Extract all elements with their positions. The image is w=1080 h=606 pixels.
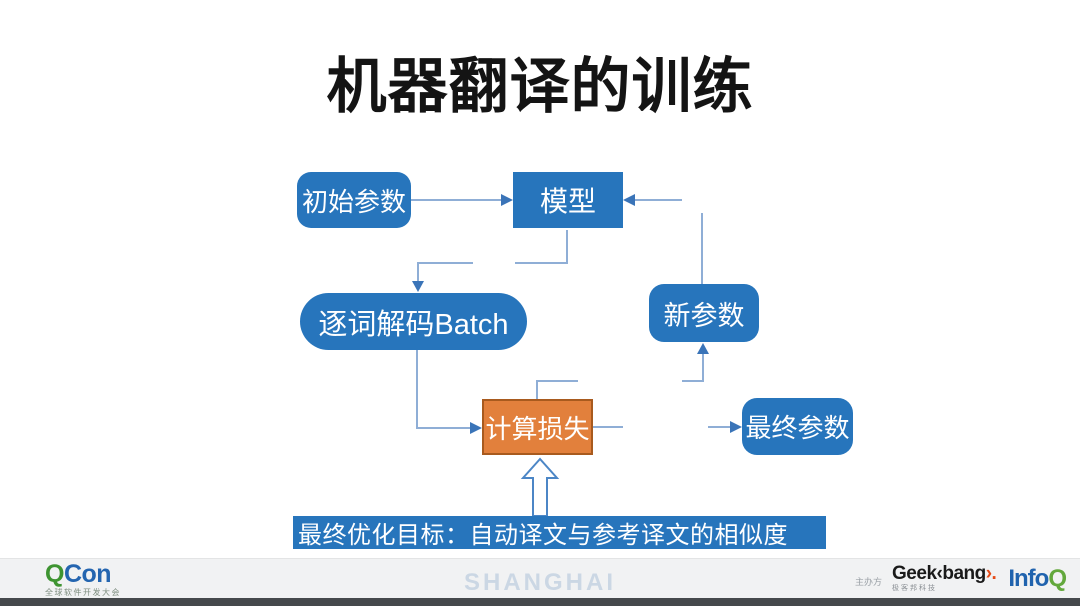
infoq-info: Info [1008, 565, 1049, 592]
footer: QCon 全球软件开发大会 SHANGHAI 主办方 Geek‹bang›. 极… [0, 558, 1080, 606]
node-decode-batch: 逐词解码Batch [300, 293, 527, 350]
city-watermark: SHANGHAI [463, 569, 617, 596]
qcon-con: Con [63, 560, 112, 588]
geekbang-mark: ›. [985, 563, 997, 584]
connector-model-to-decode [417, 262, 473, 281]
block-up-arrow-icon [520, 457, 560, 517]
host-label: 主办方 [855, 576, 883, 587]
arrowhead-into-loss-icon [470, 422, 482, 434]
qcon-tagline: 全球软件开发大会 [45, 588, 121, 597]
footer-bottom-bar [0, 598, 1080, 606]
qcon-q: Q [45, 560, 64, 588]
arrowhead-into-model-left-icon [501, 194, 513, 206]
connector-decode-to-loss [416, 350, 470, 429]
node-compute-loss: 计算损失 [482, 399, 593, 455]
arrowhead-into-final-icon [730, 421, 742, 433]
node-model: 模型 [513, 172, 623, 228]
geekbang-tagline: 极客邦科技 [892, 585, 938, 592]
infoq-q: Q [1048, 565, 1067, 592]
infoq-logo: InfoQ [1008, 565, 1067, 592]
arrowhead-into-decode-icon [412, 281, 424, 292]
connector-loss-up [536, 380, 578, 399]
connector-loss-to-newparams [682, 354, 704, 382]
geekbang-logo-text: Geek‹bang›. [892, 563, 997, 584]
geekbang-bang: ‹bang [936, 563, 987, 584]
node-initial-params: 初始参数 [297, 172, 411, 228]
node-final-params: 最终参数 [742, 398, 853, 455]
connector-model-down [515, 230, 568, 264]
node-new-params: 新参数 [649, 284, 759, 342]
arrowhead-into-model-right-icon [623, 194, 635, 206]
page-title: 机器翻译的训练 [326, 53, 754, 120]
geekbang-geek: Geek [892, 563, 937, 584]
geekbang-logo: Geek‹bang›. 极客邦科技 [892, 563, 997, 592]
arrowhead-into-newparams-icon [697, 343, 709, 354]
qcon-logo-text: QCon [45, 562, 121, 587]
qcon-logo: QCon 全球软件开发大会 [45, 562, 121, 597]
host-logos: 主办方 Geek‹bang›. 极客邦科技 InfoQ [855, 563, 1067, 592]
optimization-goal-banner: 最终优化目标：自动译文与参考译文的相似度 [293, 516, 826, 549]
